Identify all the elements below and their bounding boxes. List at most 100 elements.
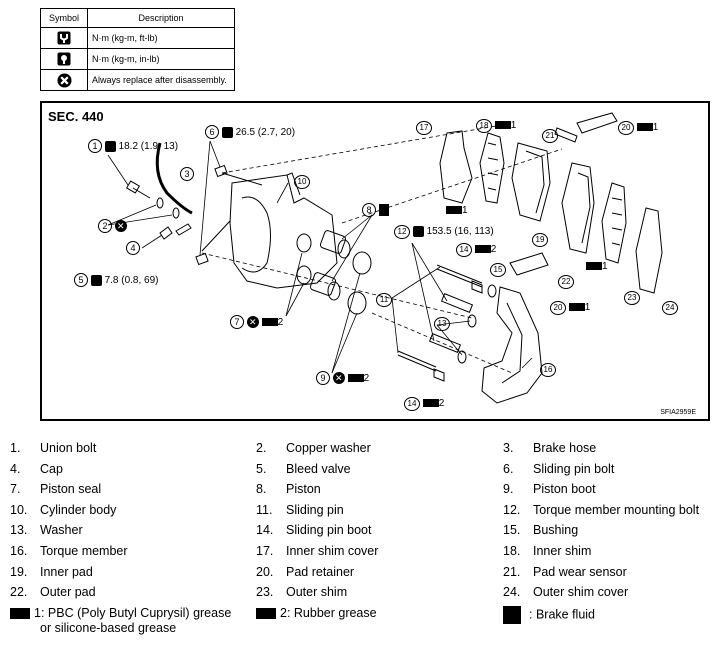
- piston-seal-shape: [296, 265, 312, 285]
- legend-number: 14.: [256, 523, 274, 538]
- torque-wrench-icon: [57, 31, 71, 45]
- callout-6: 6 26.5 (2.7, 20): [205, 125, 295, 139]
- brake-hose: [155, 142, 193, 215]
- legend-number: 5.: [256, 461, 267, 476]
- grease-count: 2: [438, 398, 445, 409]
- callout-15: 15: [490, 263, 506, 277]
- brake-fluid-icon: [378, 204, 389, 217]
- callout-number: 16: [540, 363, 556, 377]
- legend-number: 24.: [503, 585, 521, 600]
- copper-washer-shape: [172, 207, 180, 219]
- torque-wrench-small-icon: [57, 52, 71, 66]
- grease-count: 2: [277, 317, 284, 328]
- legend-item: 5. Bleed valve: [256, 461, 351, 476]
- legend-item: 2.Copper washer: [256, 441, 371, 455]
- symbol-header: Symbol: [40, 8, 88, 28]
- callout-number: 21: [542, 129, 558, 143]
- legend-item: 24.Outer shim cover: [503, 585, 628, 600]
- sliding-pin-boot-shape: [433, 368, 445, 382]
- grease-icon: [586, 262, 602, 271]
- legend-number: 3.: [503, 441, 514, 455]
- legend-number: 12.: [503, 502, 521, 517]
- torque-wrench-icon: [221, 126, 233, 138]
- legend-item: 10. Cylinder body: [10, 502, 116, 517]
- legend-label: Pad wear sensor: [533, 564, 627, 579]
- callout-number: 5: [74, 273, 88, 287]
- legend-label: Washer: [40, 523, 83, 538]
- torque-member-bolt-shape: [428, 293, 474, 353]
- callout-2: 2 ✕: [98, 219, 127, 233]
- outer-pad-shape: [561, 162, 595, 254]
- torque-wrench-small-icon: [90, 274, 102, 286]
- always-replace-icon: [56, 72, 72, 88]
- legend-item: 18. Inner shim: [503, 544, 591, 558]
- legend-item: 7. Piston seal: [10, 482, 101, 497]
- pad-retainer-shape: [509, 252, 549, 276]
- legend-label: Bleed valve: [286, 461, 351, 476]
- legend-number: 20.: [256, 564, 274, 579]
- legend-label: Outer pad: [40, 585, 96, 600]
- legend-number: 23.: [256, 585, 274, 600]
- legend-item: 15.Bushing: [503, 523, 578, 537]
- legend-number: 21.: [503, 564, 521, 579]
- grease-count: 1: [652, 122, 659, 133]
- grease-type-2-text: 2: Rubber grease: [280, 606, 377, 620]
- cap-shape: [159, 226, 173, 240]
- callout-number: 9: [316, 371, 330, 385]
- legend-label: Pad retainer: [286, 564, 355, 579]
- bleed-valve-shape: [175, 223, 192, 236]
- symbol-row: N·m (kg-m, in-lb): [40, 48, 235, 70]
- brake-fluid-icon: [503, 606, 521, 624]
- callout-19: 19: [532, 233, 548, 247]
- legend-item: 9.Piston boot: [503, 482, 596, 496]
- callout-8: 8: [362, 203, 389, 217]
- callout-number: 13: [434, 317, 450, 331]
- symbol-row: Always replace after disassembly.: [40, 69, 235, 91]
- figure-code: SFIA2959E: [660, 409, 696, 416]
- grease-icon: [261, 318, 278, 327]
- description-header: Description: [87, 8, 235, 28]
- legend-number: 8.: [256, 482, 267, 497]
- symbol-table: Symbol Description N·m (kg-m, ft-lb) N·m…: [40, 8, 235, 91]
- legend-label: Torque member: [40, 544, 128, 558]
- grease-count: 2: [490, 244, 497, 255]
- legend-item: 1.Union bolt: [10, 441, 96, 455]
- bushing-shape: [487, 284, 497, 298]
- grease-icon: [422, 399, 439, 408]
- legend-label: Cylinder body: [40, 502, 117, 517]
- legend-label: Copper washer: [286, 441, 371, 455]
- legend-label: Inner shim: [533, 544, 592, 558]
- symbol-description: N·m (kg-m, ft-lb): [87, 27, 235, 49]
- torque-spec-6: 26.5 (2.7, 20): [235, 127, 296, 138]
- piston-boot-shape: [347, 291, 367, 315]
- sliding-pin-bolt-shape: [195, 164, 228, 266]
- legend-label: Piston seal: [40, 482, 102, 497]
- always-replace-icon: ✕: [114, 220, 127, 233]
- grease-count: 1: [584, 302, 591, 313]
- legend-item: 21. Pad wear sensor: [503, 564, 627, 579]
- callout-5: 5 7.8 (0.8, 69): [74, 273, 158, 287]
- callout-4: 4: [126, 241, 140, 255]
- legend-number: 6.: [503, 461, 514, 476]
- legend-label: Inner shim cover: [286, 544, 379, 558]
- legend-label: Outer shim: [286, 585, 348, 600]
- callout-number: 8: [362, 203, 376, 217]
- grease-icon: [474, 245, 491, 254]
- inner-shim-shape: [479, 132, 505, 204]
- legend-label: Sliding pin bolt: [533, 461, 615, 476]
- legend-number: 16.: [10, 544, 28, 558]
- legend-number: 7.: [10, 482, 21, 497]
- callout-9: 9 ✕ 2: [316, 371, 369, 385]
- callout-number: 20: [618, 121, 634, 135]
- callout-number: 1: [88, 139, 102, 153]
- legend-item: 16. Torque member: [10, 544, 128, 558]
- callout-number: 11: [376, 293, 392, 307]
- legend-label: Sliding pin boot: [286, 523, 372, 538]
- legend-number: 18.: [503, 544, 521, 558]
- torque-wrench-icon: [104, 140, 116, 152]
- callout-11: 11: [376, 293, 392, 307]
- legend-number: 10.: [10, 502, 28, 517]
- grease-icon: [636, 123, 653, 132]
- callout-22: 22: [558, 275, 574, 289]
- legend-item: 3.Brake hose: [503, 441, 596, 455]
